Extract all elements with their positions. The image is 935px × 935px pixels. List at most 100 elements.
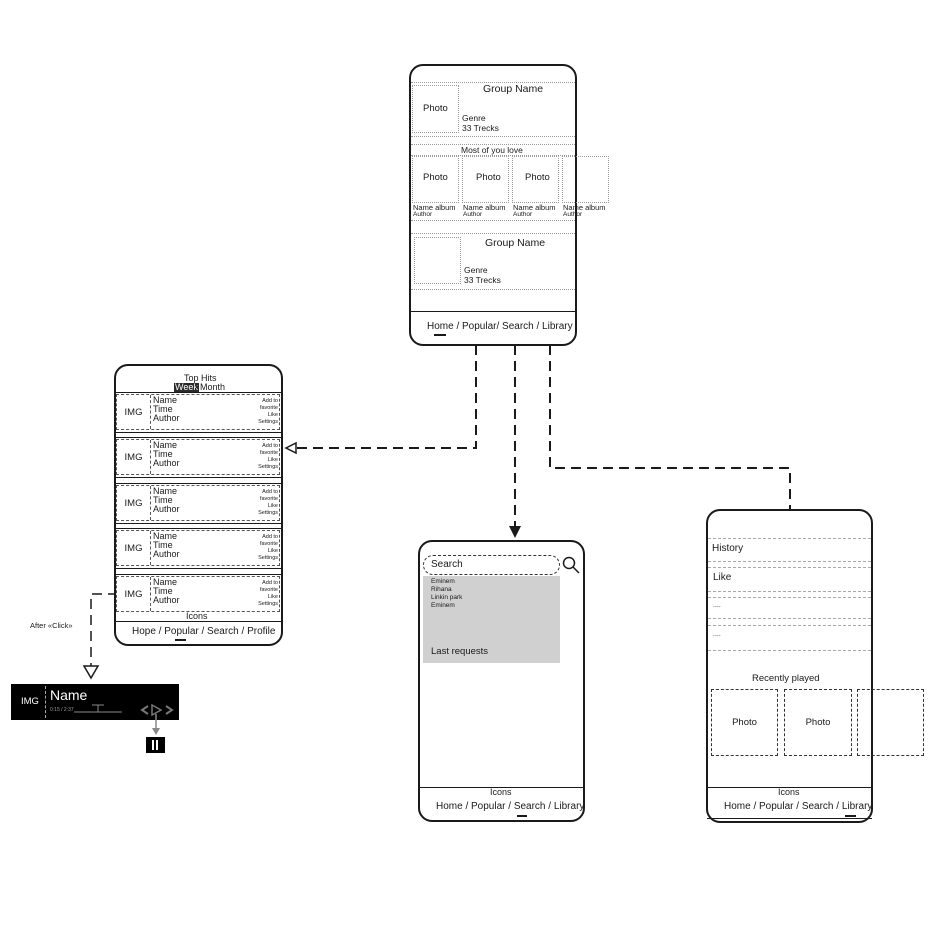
divider	[708, 597, 871, 598]
group-photo-label: Photo	[423, 103, 448, 114]
tab-month[interactable]: / Month	[195, 382, 226, 392]
row-separator	[115, 574, 282, 575]
album-card[interactable]	[512, 156, 559, 203]
track-img: IMG	[117, 577, 151, 611]
track-author: Author	[153, 595, 180, 605]
row-separator	[115, 437, 282, 438]
active-tab-indicator	[434, 334, 446, 336]
next-icon	[165, 705, 174, 715]
search-result[interactable]: Linkin park	[431, 594, 463, 601]
mini-player[interactable]	[11, 684, 179, 720]
album-card[interactable]	[462, 156, 509, 203]
album-card[interactable]	[412, 156, 459, 203]
icons-label: Icons	[490, 787, 512, 797]
settings[interactable]: Settings	[258, 419, 278, 425]
nav-divider	[410, 311, 576, 312]
divider	[708, 625, 871, 626]
recent-photo[interactable]: Photo	[711, 689, 778, 756]
album-name: Name album	[413, 203, 456, 212]
group-tracks: 33 Trecks	[464, 275, 501, 285]
album-card[interactable]	[562, 156, 609, 203]
divider	[411, 82, 575, 83]
group-genre: Genre	[462, 113, 486, 123]
divider	[708, 538, 871, 539]
photo-label: Photo	[805, 717, 831, 728]
bottom-nav[interactable]: Home / Popular / Search / Library	[436, 801, 585, 812]
add-to[interactable]: Add to	[262, 489, 278, 495]
favorite[interactable]: favorite	[259, 496, 278, 502]
group-photo	[414, 237, 461, 284]
favorite[interactable]: favorite	[259, 541, 278, 547]
settings[interactable]: Settings	[258, 464, 278, 470]
player-controls	[74, 703, 174, 717]
arrowhead-left	[284, 441, 297, 455]
search-icon[interactable]	[562, 556, 580, 574]
settings[interactable]: Settings	[258, 601, 278, 607]
settings[interactable]: Settings	[258, 555, 278, 561]
play-icon	[151, 703, 163, 717]
arrowhead-down-search	[509, 526, 521, 538]
divider	[708, 650, 871, 651]
settings[interactable]: Settings	[258, 510, 278, 516]
favorite[interactable]: favorite	[259, 450, 278, 456]
divider	[411, 220, 575, 221]
bottom-nav[interactable]: Home / Popular / Search / Library	[724, 801, 873, 812]
pause-icon[interactable]	[146, 737, 165, 753]
add-to[interactable]: Add to	[262, 534, 278, 540]
like[interactable]: Like	[267, 594, 278, 600]
like-label[interactable]: Like	[713, 572, 732, 583]
add-to[interactable]: Add to	[262, 443, 278, 449]
player-img: IMG	[21, 696, 39, 707]
track-author: Author	[153, 458, 180, 468]
player-divider	[45, 686, 46, 718]
active-tab-indicator	[175, 639, 186, 641]
add-to[interactable]: Add to	[262, 398, 278, 404]
recent-photo[interactable]: Photo	[784, 689, 852, 756]
track-name: Name	[153, 577, 178, 587]
after-click-label: After «Click»	[30, 621, 73, 630]
search-result[interactable]: Eminem	[431, 578, 455, 585]
like[interactable]: Like	[267, 412, 278, 418]
like[interactable]: Like	[267, 503, 278, 509]
group-name[interactable]: Group Name	[485, 237, 546, 249]
track-time: Time	[153, 495, 173, 505]
search-result[interactable]: Eminem	[431, 602, 455, 609]
placeholder-item: ....	[713, 631, 721, 638]
like[interactable]: Like	[267, 548, 278, 554]
row-separator	[115, 483, 282, 484]
like[interactable]: Like	[267, 457, 278, 463]
history-label[interactable]: History	[712, 543, 744, 554]
track-time: Time	[153, 404, 173, 414]
bottom-nav[interactable]: Hope / Popular / Search / Profile	[132, 626, 276, 637]
bottom-nav[interactable]: Home / Popular/ Search / Library	[427, 321, 573, 332]
track-author: Author	[153, 504, 180, 514]
search-input[interactable]	[423, 555, 560, 575]
prev-icon	[140, 705, 149, 715]
connector-to-library	[549, 345, 791, 520]
tab-week[interactable]: Week	[174, 382, 199, 392]
group-name[interactable]: Group Name	[483, 83, 544, 95]
favorite[interactable]: favorite	[259, 587, 278, 593]
arrowhead-down-player	[82, 665, 100, 680]
add-to[interactable]: Add to	[262, 580, 278, 586]
divider	[411, 155, 575, 156]
divider	[708, 561, 871, 562]
search-result[interactable]: Rihana	[431, 586, 452, 593]
library-screen	[706, 509, 873, 823]
recent-photo[interactable]	[857, 689, 924, 756]
track-author: Author	[153, 549, 180, 559]
track-img: IMG	[117, 531, 151, 565]
favorite[interactable]: favorite	[259, 405, 278, 411]
